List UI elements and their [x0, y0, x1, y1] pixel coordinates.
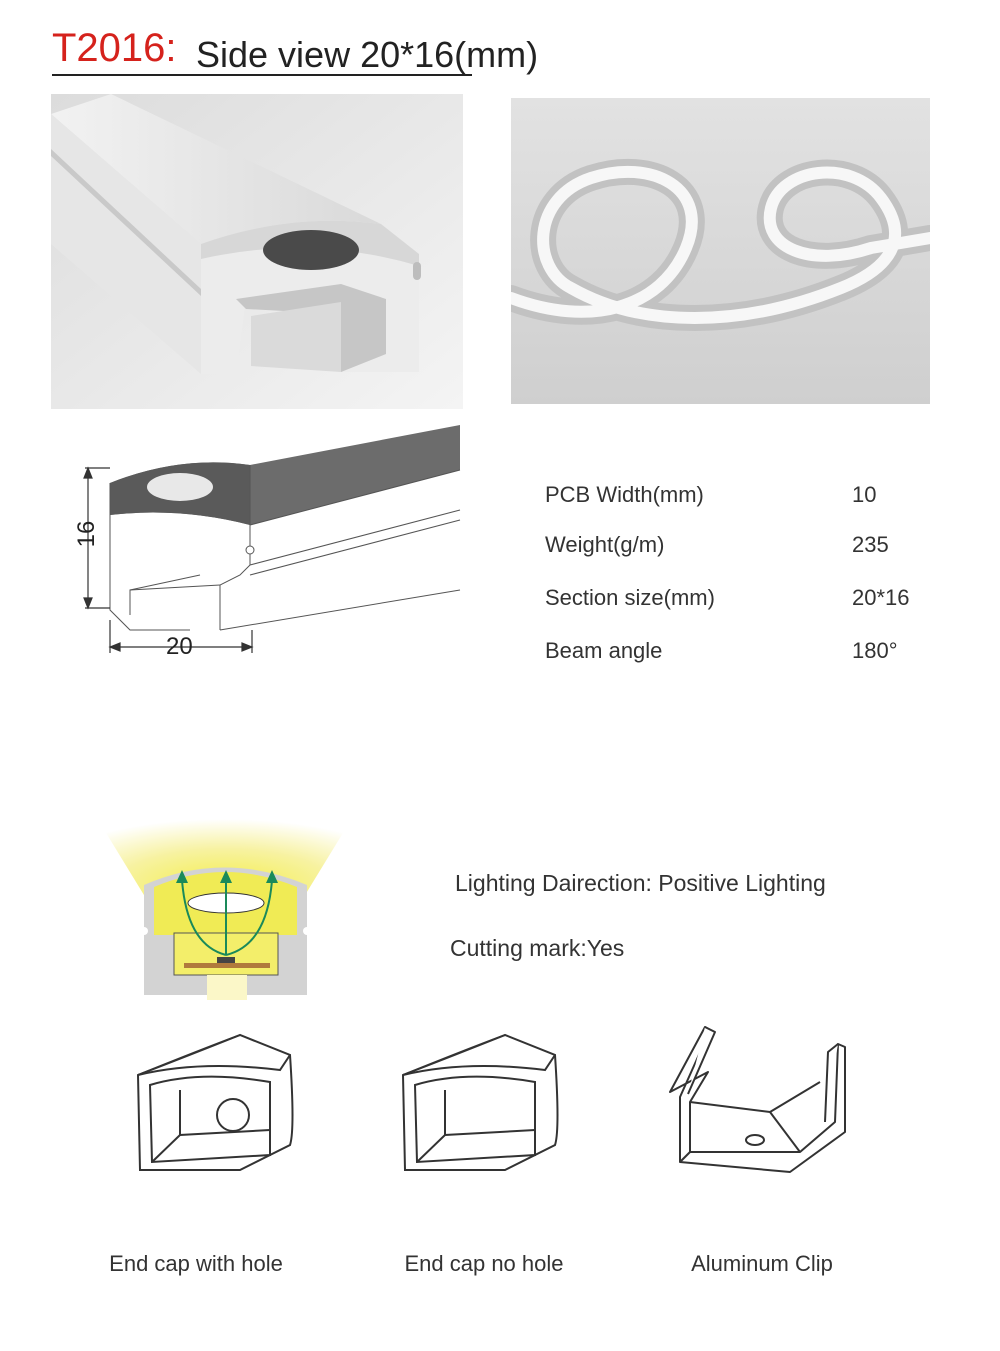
profile-render-image	[51, 94, 463, 409]
lighting-direction-text: Lighting Dairection: Positive Lighting	[455, 870, 826, 896]
spec-value: 180°	[852, 638, 898, 663]
dimension-drawing: 16 20	[70, 425, 465, 665]
spec-value: 20*16	[852, 585, 910, 610]
spec-label: Weight(g/m)	[545, 532, 665, 557]
flexible-strip-image	[511, 98, 930, 404]
spec-value: 10	[852, 482, 877, 507]
accessory-label: End cap no hole	[404, 1251, 564, 1276]
spec-value: 235	[852, 532, 889, 557]
accessory-label: Aluminum Clip	[691, 1251, 833, 1276]
spec-label: Beam angle	[545, 638, 663, 663]
spec-label: PCB Width(mm)	[545, 482, 704, 507]
height-dimension-label: 16	[73, 520, 100, 548]
page-title: Side view 20*16(mm)	[196, 34, 539, 75]
accessory-label: End cap with hole	[109, 1251, 283, 1276]
end-cap-no-hole-icon	[395, 1030, 565, 1175]
width-dimension-label: 20	[166, 633, 193, 660]
aluminum-clip-icon	[660, 1022, 850, 1182]
spec-label: Section size(mm)	[545, 585, 715, 610]
model-code: T2016:	[52, 26, 177, 70]
cutting-mark-text: Cutting mark:Yes	[450, 935, 625, 961]
lighting-diagram	[62, 755, 387, 1000]
end-cap-with-hole-icon	[130, 1030, 300, 1175]
title-underline	[52, 74, 472, 76]
